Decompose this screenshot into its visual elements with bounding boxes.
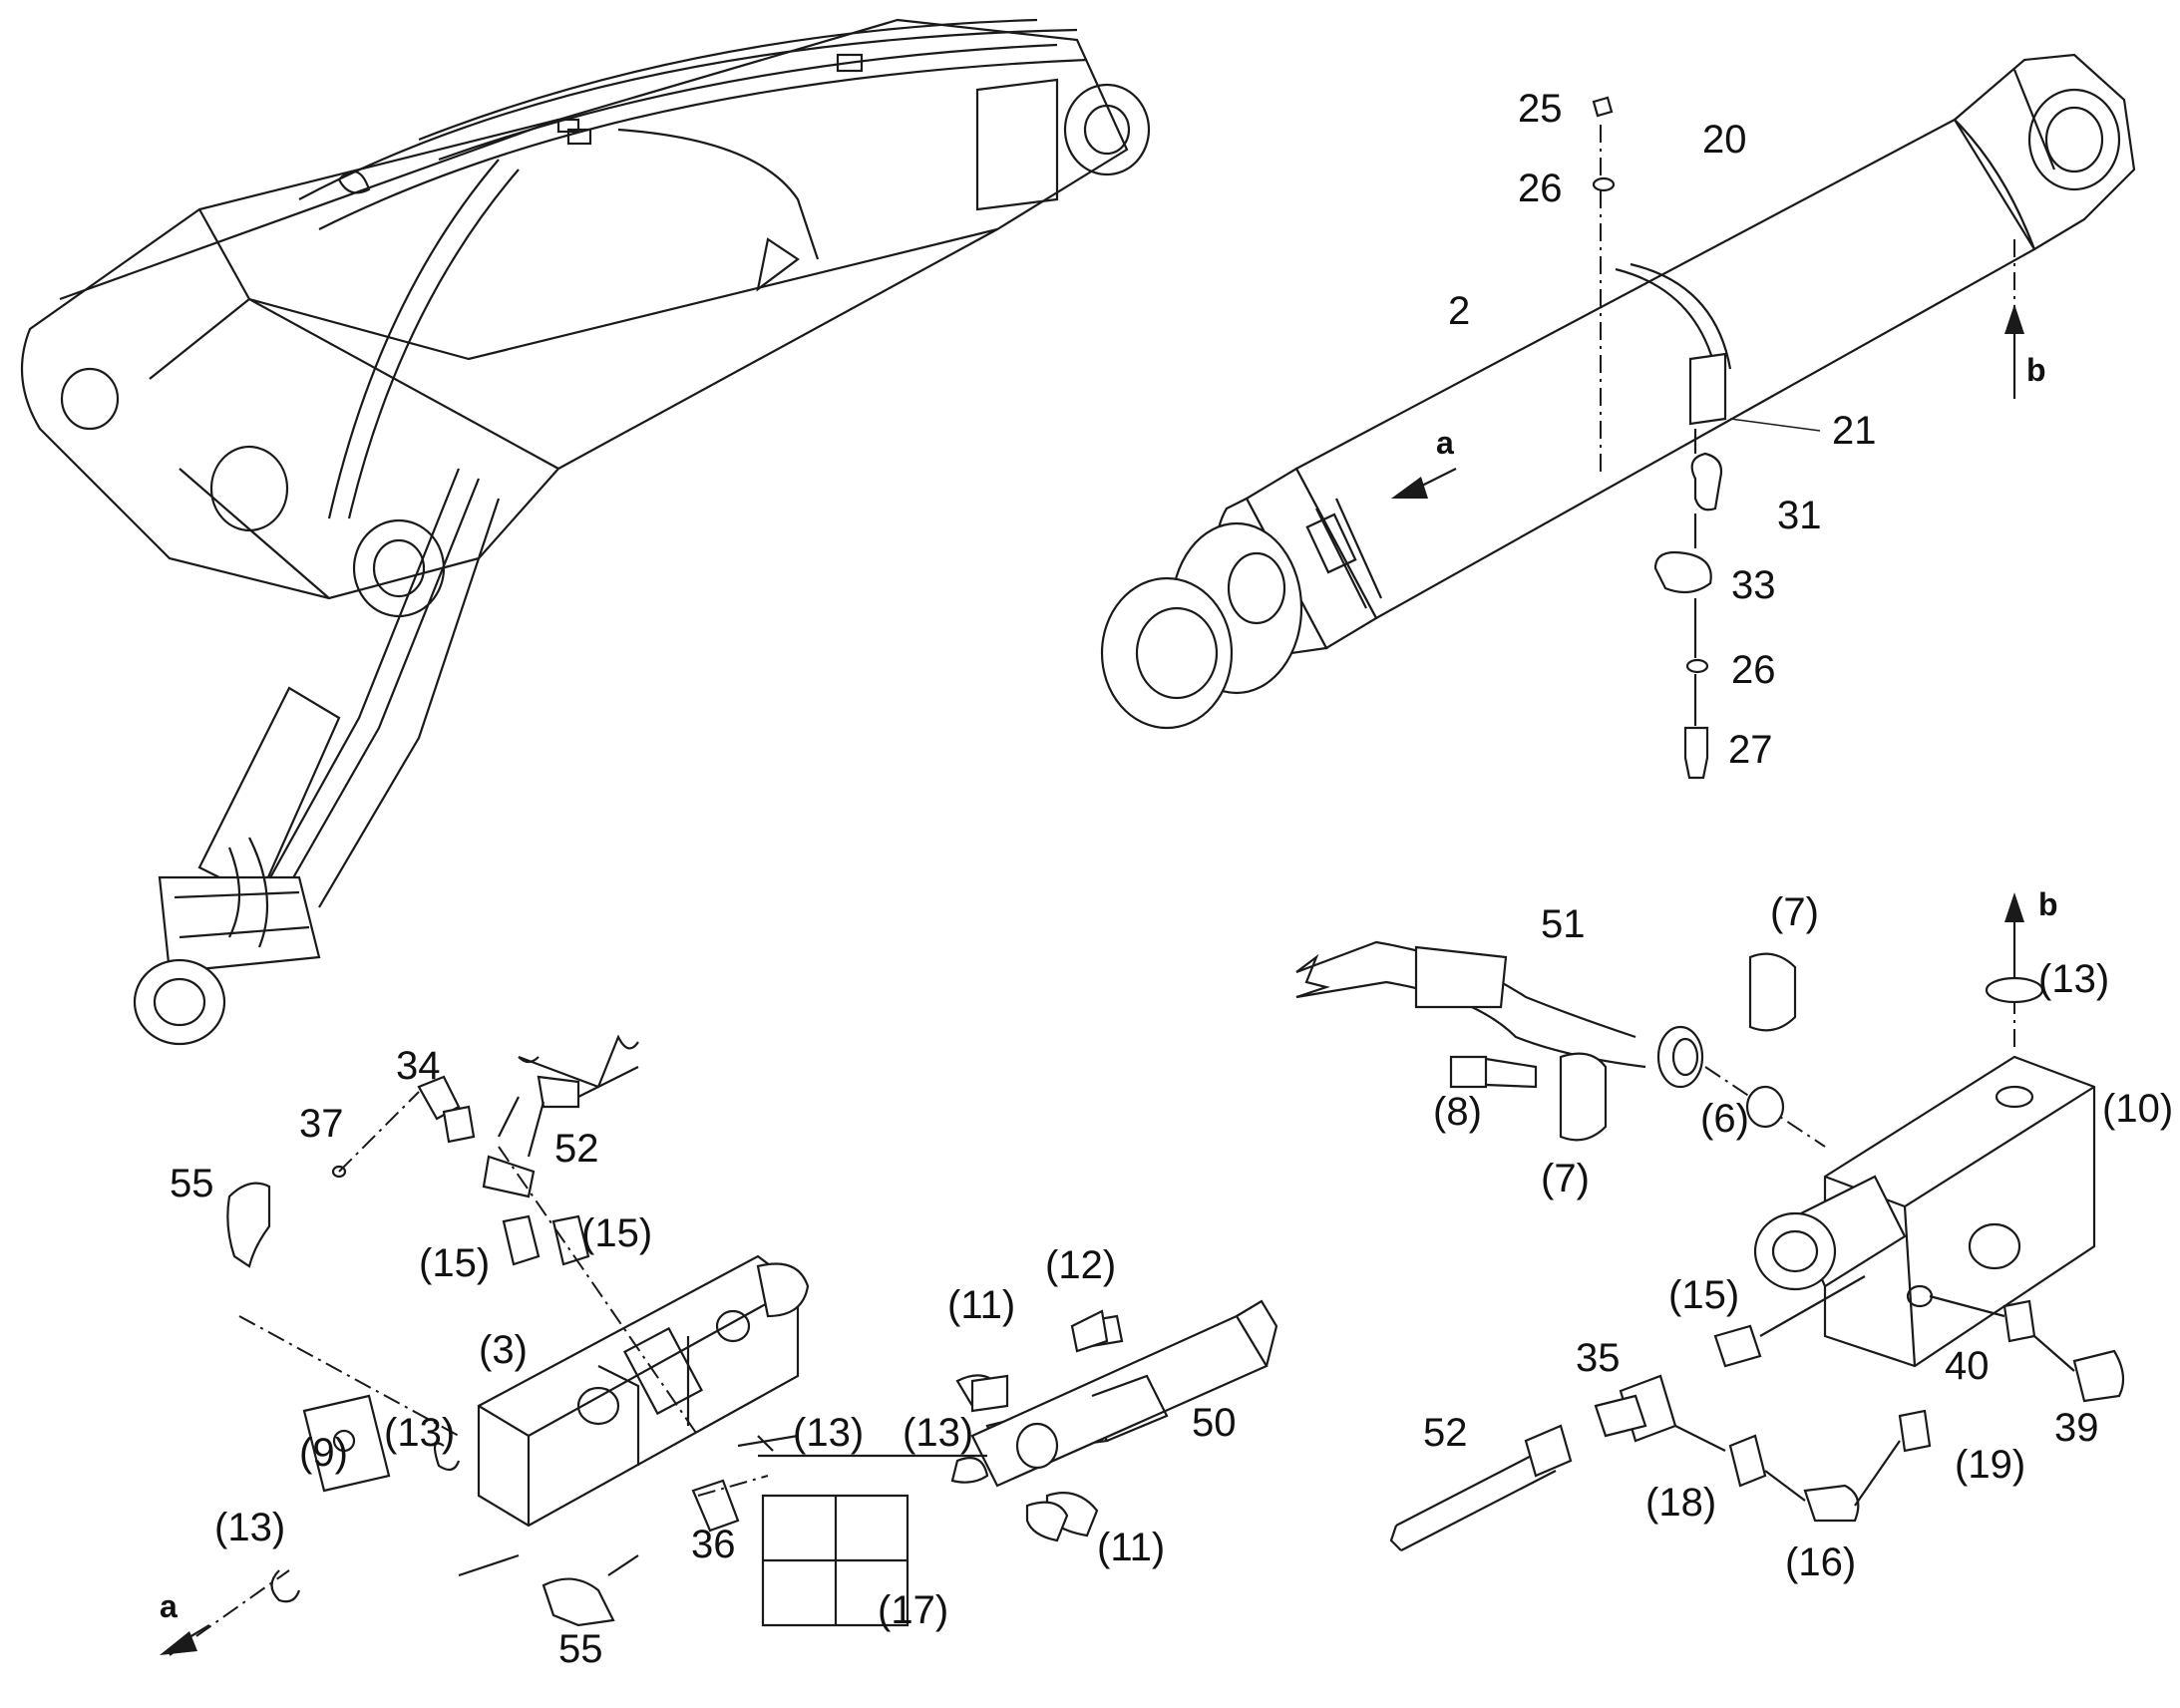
label-37: 37 bbox=[299, 1102, 344, 1146]
label-52-left: 52 bbox=[554, 1127, 599, 1171]
label-13-right: (13) bbox=[2038, 957, 2109, 1001]
label-15-left-a: (15) bbox=[419, 1241, 490, 1285]
label-31: 31 bbox=[1777, 494, 1822, 537]
valve-block-right bbox=[1753, 1055, 2096, 1368]
label-13-left-b: (13) bbox=[214, 1506, 285, 1549]
label-26-bottom: 26 bbox=[1731, 648, 1776, 692]
label-21: 21 bbox=[1832, 409, 1877, 453]
label-19: (19) bbox=[1955, 1443, 2025, 1487]
label-arrow-a-bottom: a bbox=[160, 1588, 178, 1624]
label-arrow-b-top: b bbox=[2026, 352, 2046, 388]
hose-51 bbox=[1295, 940, 1704, 1089]
label-17: (17) bbox=[878, 1588, 948, 1632]
valve-block-left bbox=[477, 1254, 810, 1528]
excavator-boom-arm bbox=[20, 18, 1151, 1046]
label-11-top: (11) bbox=[947, 1283, 1015, 1327]
label-50: 50 bbox=[1192, 1401, 1237, 1445]
label-51: 51 bbox=[1541, 902, 1586, 946]
label-12: (12) bbox=[1045, 1243, 1116, 1287]
label-55-bottom: 55 bbox=[558, 1627, 603, 1671]
arrow-b-bottom-head bbox=[2004, 892, 2024, 922]
arrow-a-bottom-head bbox=[160, 1631, 197, 1655]
hydraulic-cylinder bbox=[1100, 53, 2136, 730]
label-35: 35 bbox=[1576, 1336, 1621, 1380]
label-27: 27 bbox=[1728, 728, 1773, 772]
label-10: (10) bbox=[2102, 1087, 2173, 1131]
label-11-bottom: (11) bbox=[1097, 1526, 1165, 1569]
label-15-right: (15) bbox=[1668, 1273, 1739, 1317]
label-6: (6) bbox=[1700, 1097, 1749, 1141]
arrow-b-top-head bbox=[2004, 304, 2024, 334]
label-26-top: 26 bbox=[1518, 167, 1563, 210]
fitting-chain-right bbox=[1389, 1275, 2125, 1551]
label-13-left-c: (13) bbox=[793, 1411, 864, 1455]
label-9: (9) bbox=[299, 1431, 348, 1475]
label-15-left-b: (15) bbox=[581, 1211, 652, 1255]
label-18: (18) bbox=[1645, 1481, 1716, 1525]
label-20: 20 bbox=[1702, 118, 1747, 162]
label-39: 39 bbox=[2054, 1406, 2099, 1450]
arrow-a-top-head bbox=[1391, 477, 1428, 499]
label-34: 34 bbox=[396, 1044, 441, 1088]
label-33: 33 bbox=[1731, 563, 1776, 607]
label-2: 2 bbox=[1448, 289, 1470, 333]
label-16: (16) bbox=[1785, 1540, 1856, 1584]
label-52-right: 52 bbox=[1423, 1411, 1468, 1455]
label-arrow-a-top: a bbox=[1436, 425, 1454, 461]
clamp-parts bbox=[1592, 96, 1732, 780]
label-55-top: 55 bbox=[170, 1162, 214, 1205]
label-25: 25 bbox=[1518, 87, 1563, 131]
label-13-left-a: (13) bbox=[384, 1411, 455, 1455]
label-7-bottom: (7) bbox=[1541, 1157, 1590, 1200]
fittings-left bbox=[226, 1034, 1278, 1627]
label-13-left-d: (13) bbox=[903, 1411, 973, 1455]
label-36: 36 bbox=[691, 1523, 736, 1566]
label-8: (8) bbox=[1433, 1090, 1482, 1134]
label-3: (3) bbox=[479, 1328, 528, 1372]
label-40: 40 bbox=[1945, 1344, 1990, 1388]
label-7-top: (7) bbox=[1770, 890, 1819, 934]
label-arrow-b-bottom: b bbox=[2038, 886, 2058, 922]
